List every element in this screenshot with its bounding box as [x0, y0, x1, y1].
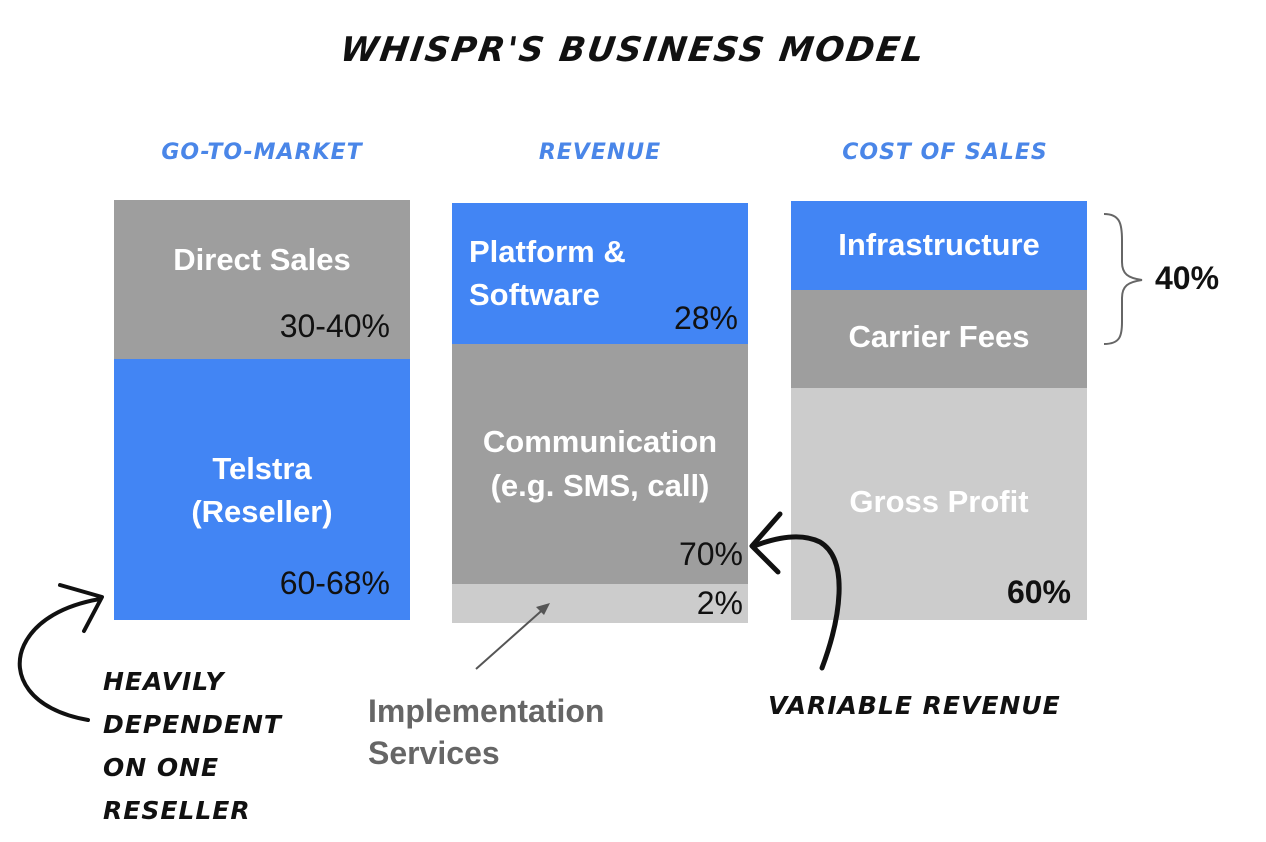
- reseller-note-line4: reseller: [103, 796, 251, 825]
- reseller-arrow-icon: [17, 583, 104, 722]
- implementation-arrow-icon: [475, 603, 550, 670]
- communication-block: Communication (e.g. SMS, call) 70%: [452, 344, 748, 584]
- infrastructure-label: Infrastructure: [838, 227, 1040, 262]
- carrier-fees-block: Carrier Fees: [791, 290, 1087, 388]
- implementation-note: Implementation Services: [368, 690, 604, 774]
- telstra-label-line1: Telstra: [212, 451, 312, 486]
- variable-revenue-note: Variable revenue: [768, 691, 1061, 720]
- go-to-market-heading: Go-to-Market: [161, 140, 363, 165]
- communication-label-line1: Communication: [482, 424, 718, 459]
- brace-pct: 40%: [1155, 260, 1220, 296]
- implementation-note-line1: Implementation: [368, 693, 605, 729]
- carrier-fees-label: Carrier Fees: [848, 319, 1030, 354]
- gross-profit-label: Gross Profit: [849, 484, 1029, 519]
- implementation-note-line2: Services: [368, 735, 500, 771]
- implementation-pct: 2%: [696, 585, 743, 621]
- platform-pct: 28%: [673, 300, 738, 336]
- page-title: Whispr's business model: [337, 30, 929, 70]
- gross-profit-pct: 60%: [1006, 574, 1071, 610]
- communication-pct: 70%: [678, 536, 743, 572]
- reseller-note-line3: on one: [103, 753, 220, 782]
- cost-of-sales-heading: Cost of Sales: [842, 140, 1048, 165]
- reseller-note: Heavily dependent on one reseller: [103, 660, 282, 832]
- revenue-heading: Revenue: [538, 140, 662, 165]
- telstra-block: Telstra (Reseller) 60-68%: [114, 359, 410, 620]
- gross-profit-block: Gross Profit 60%: [791, 388, 1087, 620]
- communication-label-line2: (e.g. SMS, call): [490, 468, 710, 503]
- brace-icon: [1103, 213, 1143, 345]
- direct-sales-block: Direct Sales 30-40%: [114, 200, 410, 359]
- reseller-note-line2: dependent: [103, 710, 282, 739]
- reseller-note-line1: Heavily: [103, 667, 225, 696]
- platform-label-line1: Platform &: [469, 234, 626, 269]
- direct-sales-label: Direct Sales: [173, 242, 351, 277]
- telstra-label-line2: (Reseller): [191, 494, 333, 529]
- variable-arrow-icon: [749, 511, 842, 671]
- platform-label-line2: Software: [469, 277, 600, 312]
- direct-sales-pct: 30-40%: [279, 308, 390, 344]
- implementation-block: 2%: [452, 584, 748, 623]
- infrastructure-block: Infrastructure: [791, 201, 1087, 290]
- telstra-pct: 60-68%: [279, 565, 390, 601]
- platform-software-block: Platform & Software 28%: [452, 203, 748, 344]
